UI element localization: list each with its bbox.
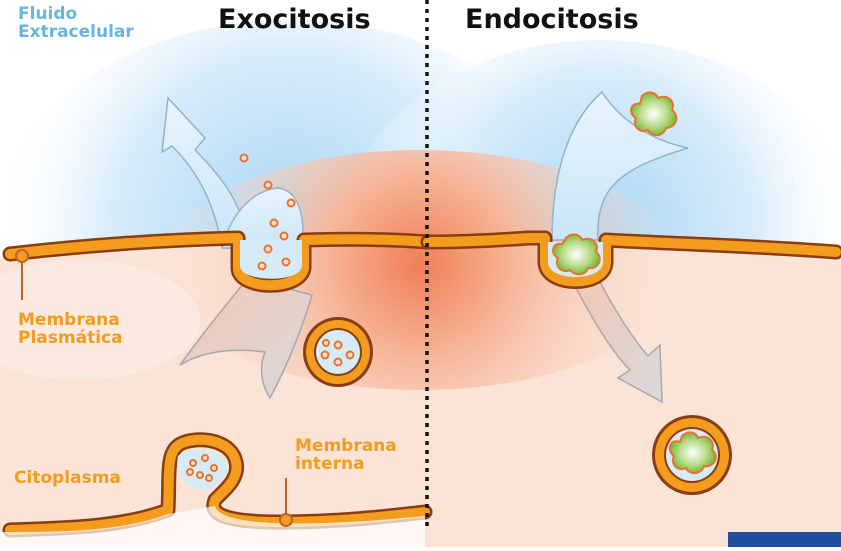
exocytosis-transport-arrow (179, 277, 313, 400)
exocytosis-release-arrow (161, 96, 249, 249)
cytoplasm-highlight (0, 260, 200, 380)
endocytosis-title: Endocitosis (465, 4, 639, 35)
inner-membrane-pointer-dot (279, 513, 293, 527)
plasma-membrane-label-line1: Membrana (18, 310, 120, 330)
exocytosis-vesicle (303, 317, 373, 387)
exocytosis-pocket-lumen (240, 240, 302, 279)
endocytosis-transport-arrow (571, 281, 663, 404)
inner-membrane-core (5, 434, 430, 535)
inner-membrane-label-line1: Membrana (295, 436, 397, 456)
plasma-membrane-label: Membrana Plasmática (18, 310, 123, 348)
corner-bar (728, 532, 841, 547)
inner-membrane-label-line2: interna (295, 453, 365, 474)
extracellular-label-line1: Fluido (18, 4, 78, 24)
below-inner-membrane (0, 506, 425, 547)
inner-membrane-bud-particles (186, 454, 218, 482)
extracellular-fluid-label: Fluido Extracelular (18, 4, 134, 42)
endocytosis-pocket-particle (552, 233, 601, 276)
plasma-membrane-left-core (5, 233, 433, 291)
cytoplasm-label: Citoplasma (14, 468, 121, 488)
plasma-membrane-right-core (423, 233, 841, 287)
exocytosis-title: Exocitosis (218, 4, 371, 35)
inner-membrane-bud-lumen (177, 449, 227, 490)
endocytosis-external-particle (630, 91, 678, 136)
plasma-membrane-pointer-dot (15, 249, 29, 263)
inner-membrane-label: Membrana interna (295, 436, 397, 474)
extracellular-label-line2: Extracelular (18, 21, 134, 42)
plasma-membrane-label-line2: Plasmática (18, 327, 123, 348)
endocytosis-vesicle (652, 415, 732, 495)
exocytosis-released-particles (239, 153, 296, 271)
